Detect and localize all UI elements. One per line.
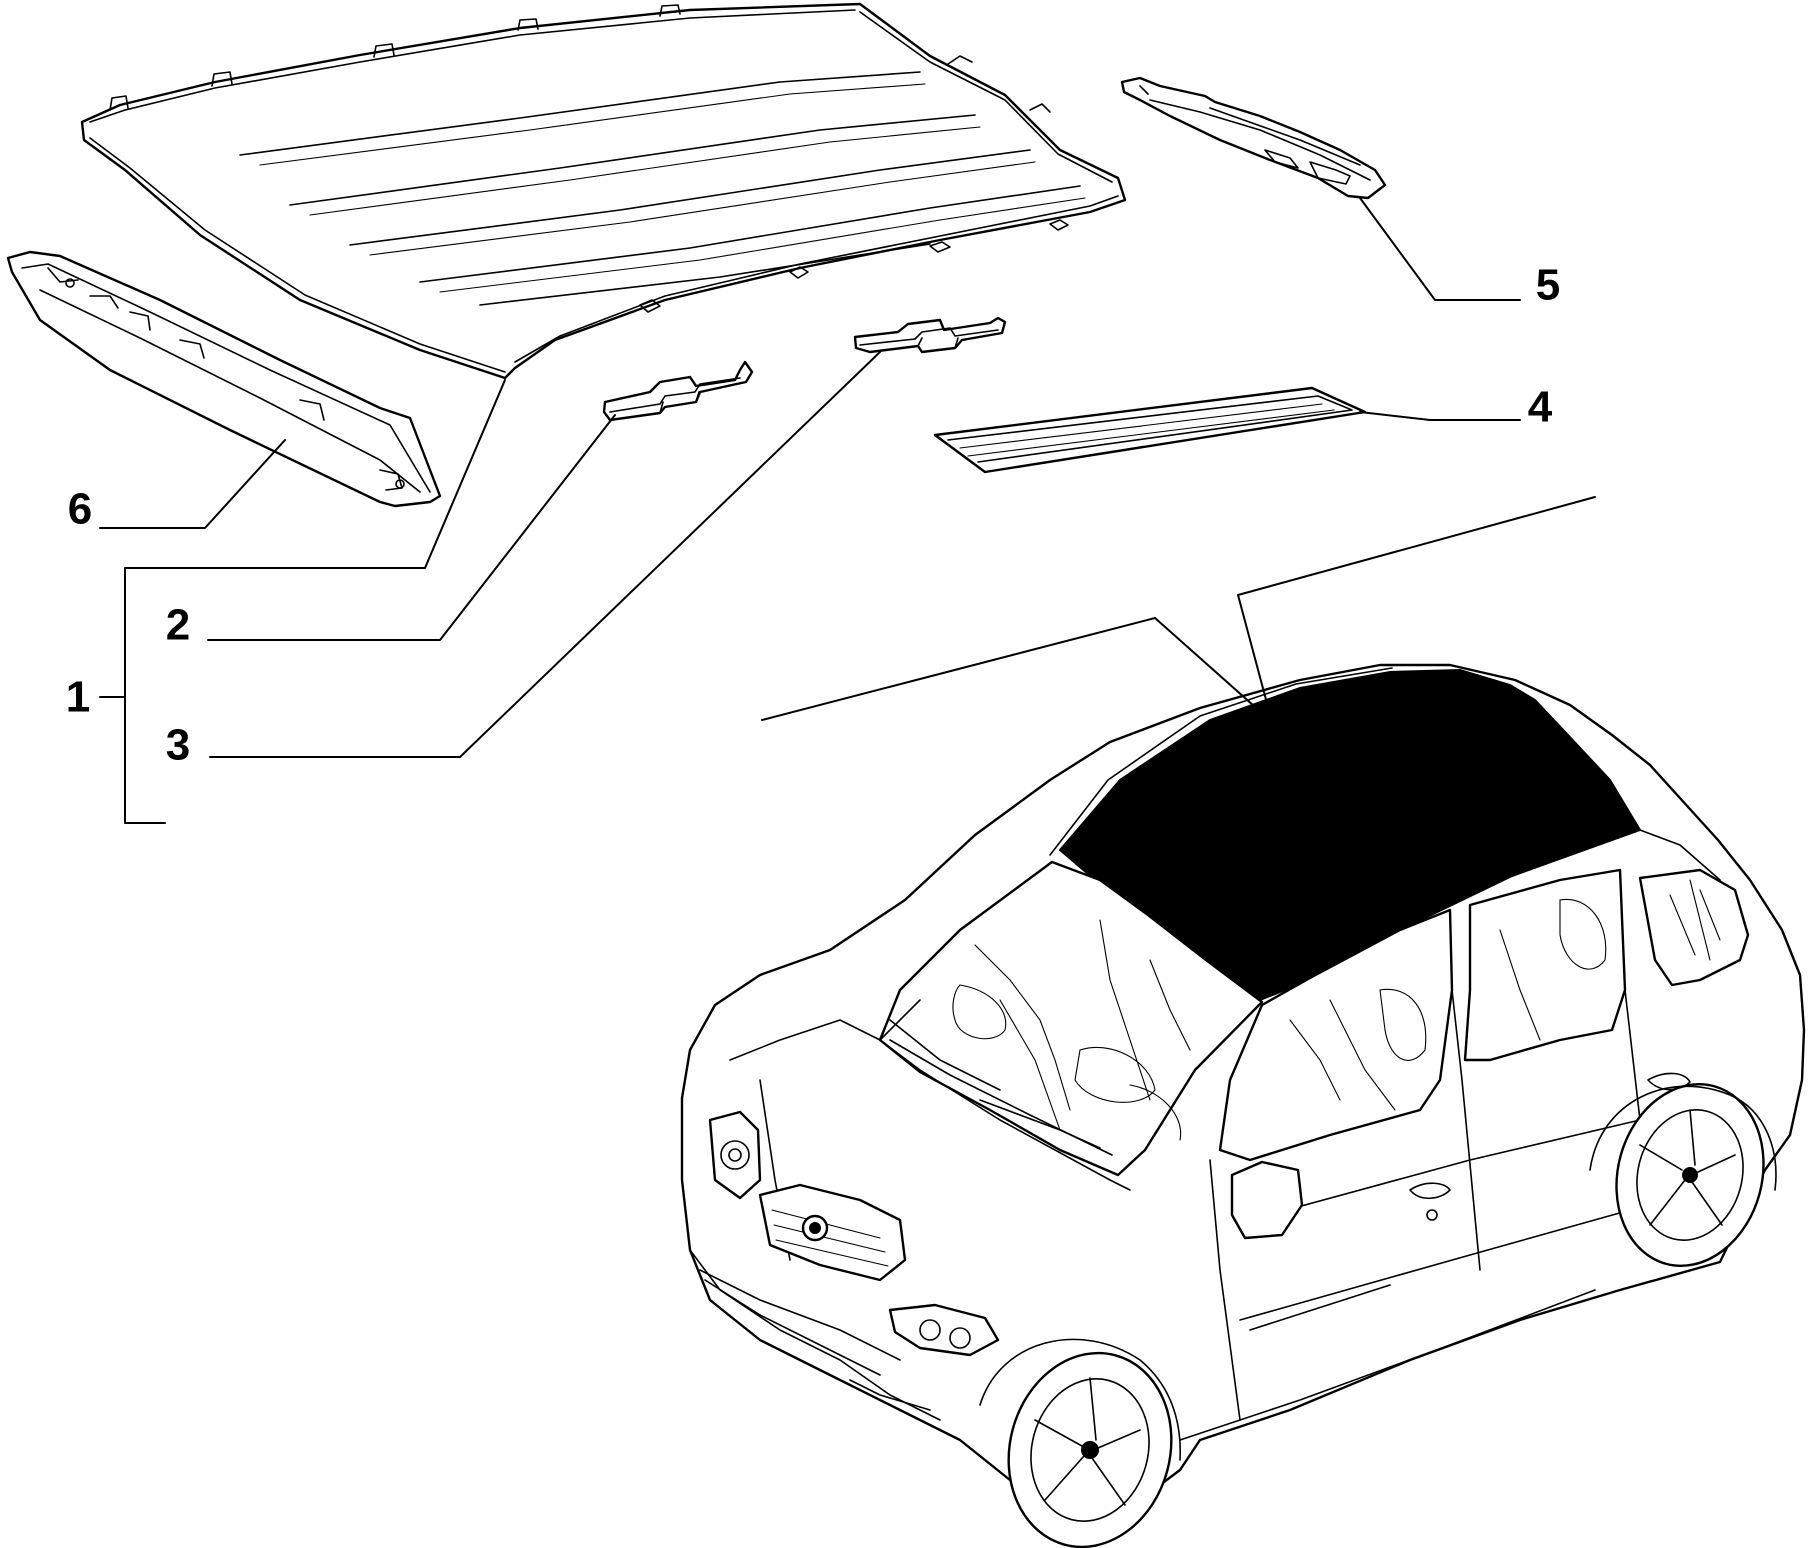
roof-highlight [1058,668,1642,1002]
leader-2 [207,414,616,641]
front-cross-member [6,250,442,508]
leader-roof-to-car-right [1237,496,1596,723]
leader-roof-to-car-left [761,617,1273,723]
callout-4: 4 [1528,383,1553,432]
leader-3 [209,351,881,758]
callout-1: 1 [66,673,90,722]
rear-cross-member [1120,76,1387,200]
callout-3: 3 [166,721,190,770]
leader-lines [99,197,1596,824]
callout-6: 6 [68,485,92,534]
car-illustration [680,663,1806,1548]
callout-5: 5 [1536,261,1560,310]
leader-1-bracket [124,379,506,824]
bracket-center [853,316,1007,354]
leader-6 [99,439,286,529]
leader-4 [1359,411,1521,421]
bracket-left [602,360,754,422]
drip-strip [933,386,1367,474]
leader-5 [1359,197,1521,301]
callout-labels: 1 2 3 4 5 6 [66,261,1560,770]
callout-2: 2 [166,601,190,650]
roof-panel [80,2,1127,380]
